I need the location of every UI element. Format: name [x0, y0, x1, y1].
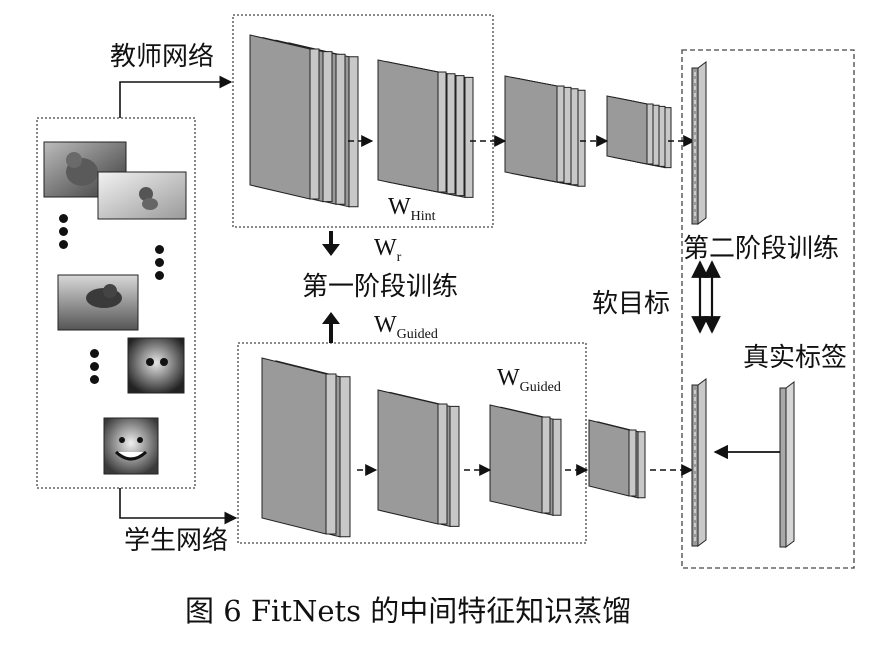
layer-slab — [588, 419, 630, 497]
stage1-arrows — [322, 231, 340, 343]
layer-slab-side — [652, 104, 660, 166]
layer-slab-side — [556, 85, 565, 183]
ellipsis-dots — [59, 214, 68, 253]
ellipsis-dots — [155, 245, 164, 284]
layer-slab — [377, 389, 439, 525]
true-label-vector — [779, 381, 795, 548]
teacher-layers — [249, 34, 672, 208]
layer-slab-side — [446, 73, 456, 195]
layer-slab-side — [348, 56, 359, 208]
student-output-vector — [691, 378, 707, 547]
layer-slab-side — [309, 48, 320, 200]
input-images — [43, 141, 187, 475]
layer-slab-side — [628, 429, 637, 497]
stage1-label: 第一阶段训练 — [302, 272, 459, 302]
layer-slab-side — [322, 51, 333, 203]
figure-caption: 图 6 FitNets 的中间特征知识蒸馏 — [185, 594, 632, 628]
w-guided-student-label: WGuided — [497, 365, 561, 395]
layer-slab-side — [577, 89, 586, 187]
ellipsis-dots — [90, 349, 99, 388]
layer-slab-side — [658, 105, 666, 167]
layer-slab-side — [449, 405, 460, 527]
layer-slab-side — [552, 418, 562, 516]
layer-slab — [249, 34, 311, 200]
student-layers — [261, 357, 646, 538]
layer-slab — [377, 59, 439, 193]
layer-slab-side — [563, 86, 572, 184]
layer-slab-side — [664, 107, 672, 169]
layer-slab-side — [437, 403, 448, 525]
layer-slab-side — [339, 376, 351, 538]
layer-slab-side — [437, 71, 447, 193]
teacher-output-vector — [691, 61, 707, 225]
w-guided-label: WGuided — [374, 312, 438, 342]
true-label-label: 真实标签 — [743, 343, 848, 373]
layer-slab-side — [637, 431, 646, 499]
w-hint-label: WHint — [388, 194, 436, 224]
layer-slab-side — [570, 88, 579, 186]
layer-slab — [504, 75, 558, 183]
layer-slab-side — [455, 75, 465, 197]
layer-slab — [606, 95, 648, 165]
layer-slab-side — [646, 103, 654, 165]
layer-slab — [261, 357, 327, 535]
soft-target-arrows — [691, 260, 721, 334]
layer-slab-side — [464, 76, 474, 198]
soft-target-label: 软目标 — [592, 289, 671, 319]
image-shiba-dog — [103, 417, 159, 475]
layer-slab-side — [335, 53, 346, 205]
student-input-arrow — [119, 488, 238, 525]
layer-slab — [489, 404, 543, 514]
teacher-network-box — [232, 14, 494, 228]
w-r-label: Wr — [374, 235, 402, 265]
student-network-box — [237, 342, 587, 544]
image-cat-face — [127, 337, 185, 394]
stage2-box — [681, 49, 855, 569]
student-network-label: 学生网络 — [124, 526, 229, 556]
teacher-input-arrow — [119, 75, 233, 118]
layer-slab-side — [325, 373, 337, 535]
teacher-network-label: 教师网络 — [110, 42, 215, 72]
layer-slab-side — [541, 416, 551, 514]
stage2-label: 第二阶段训练 — [683, 234, 840, 264]
